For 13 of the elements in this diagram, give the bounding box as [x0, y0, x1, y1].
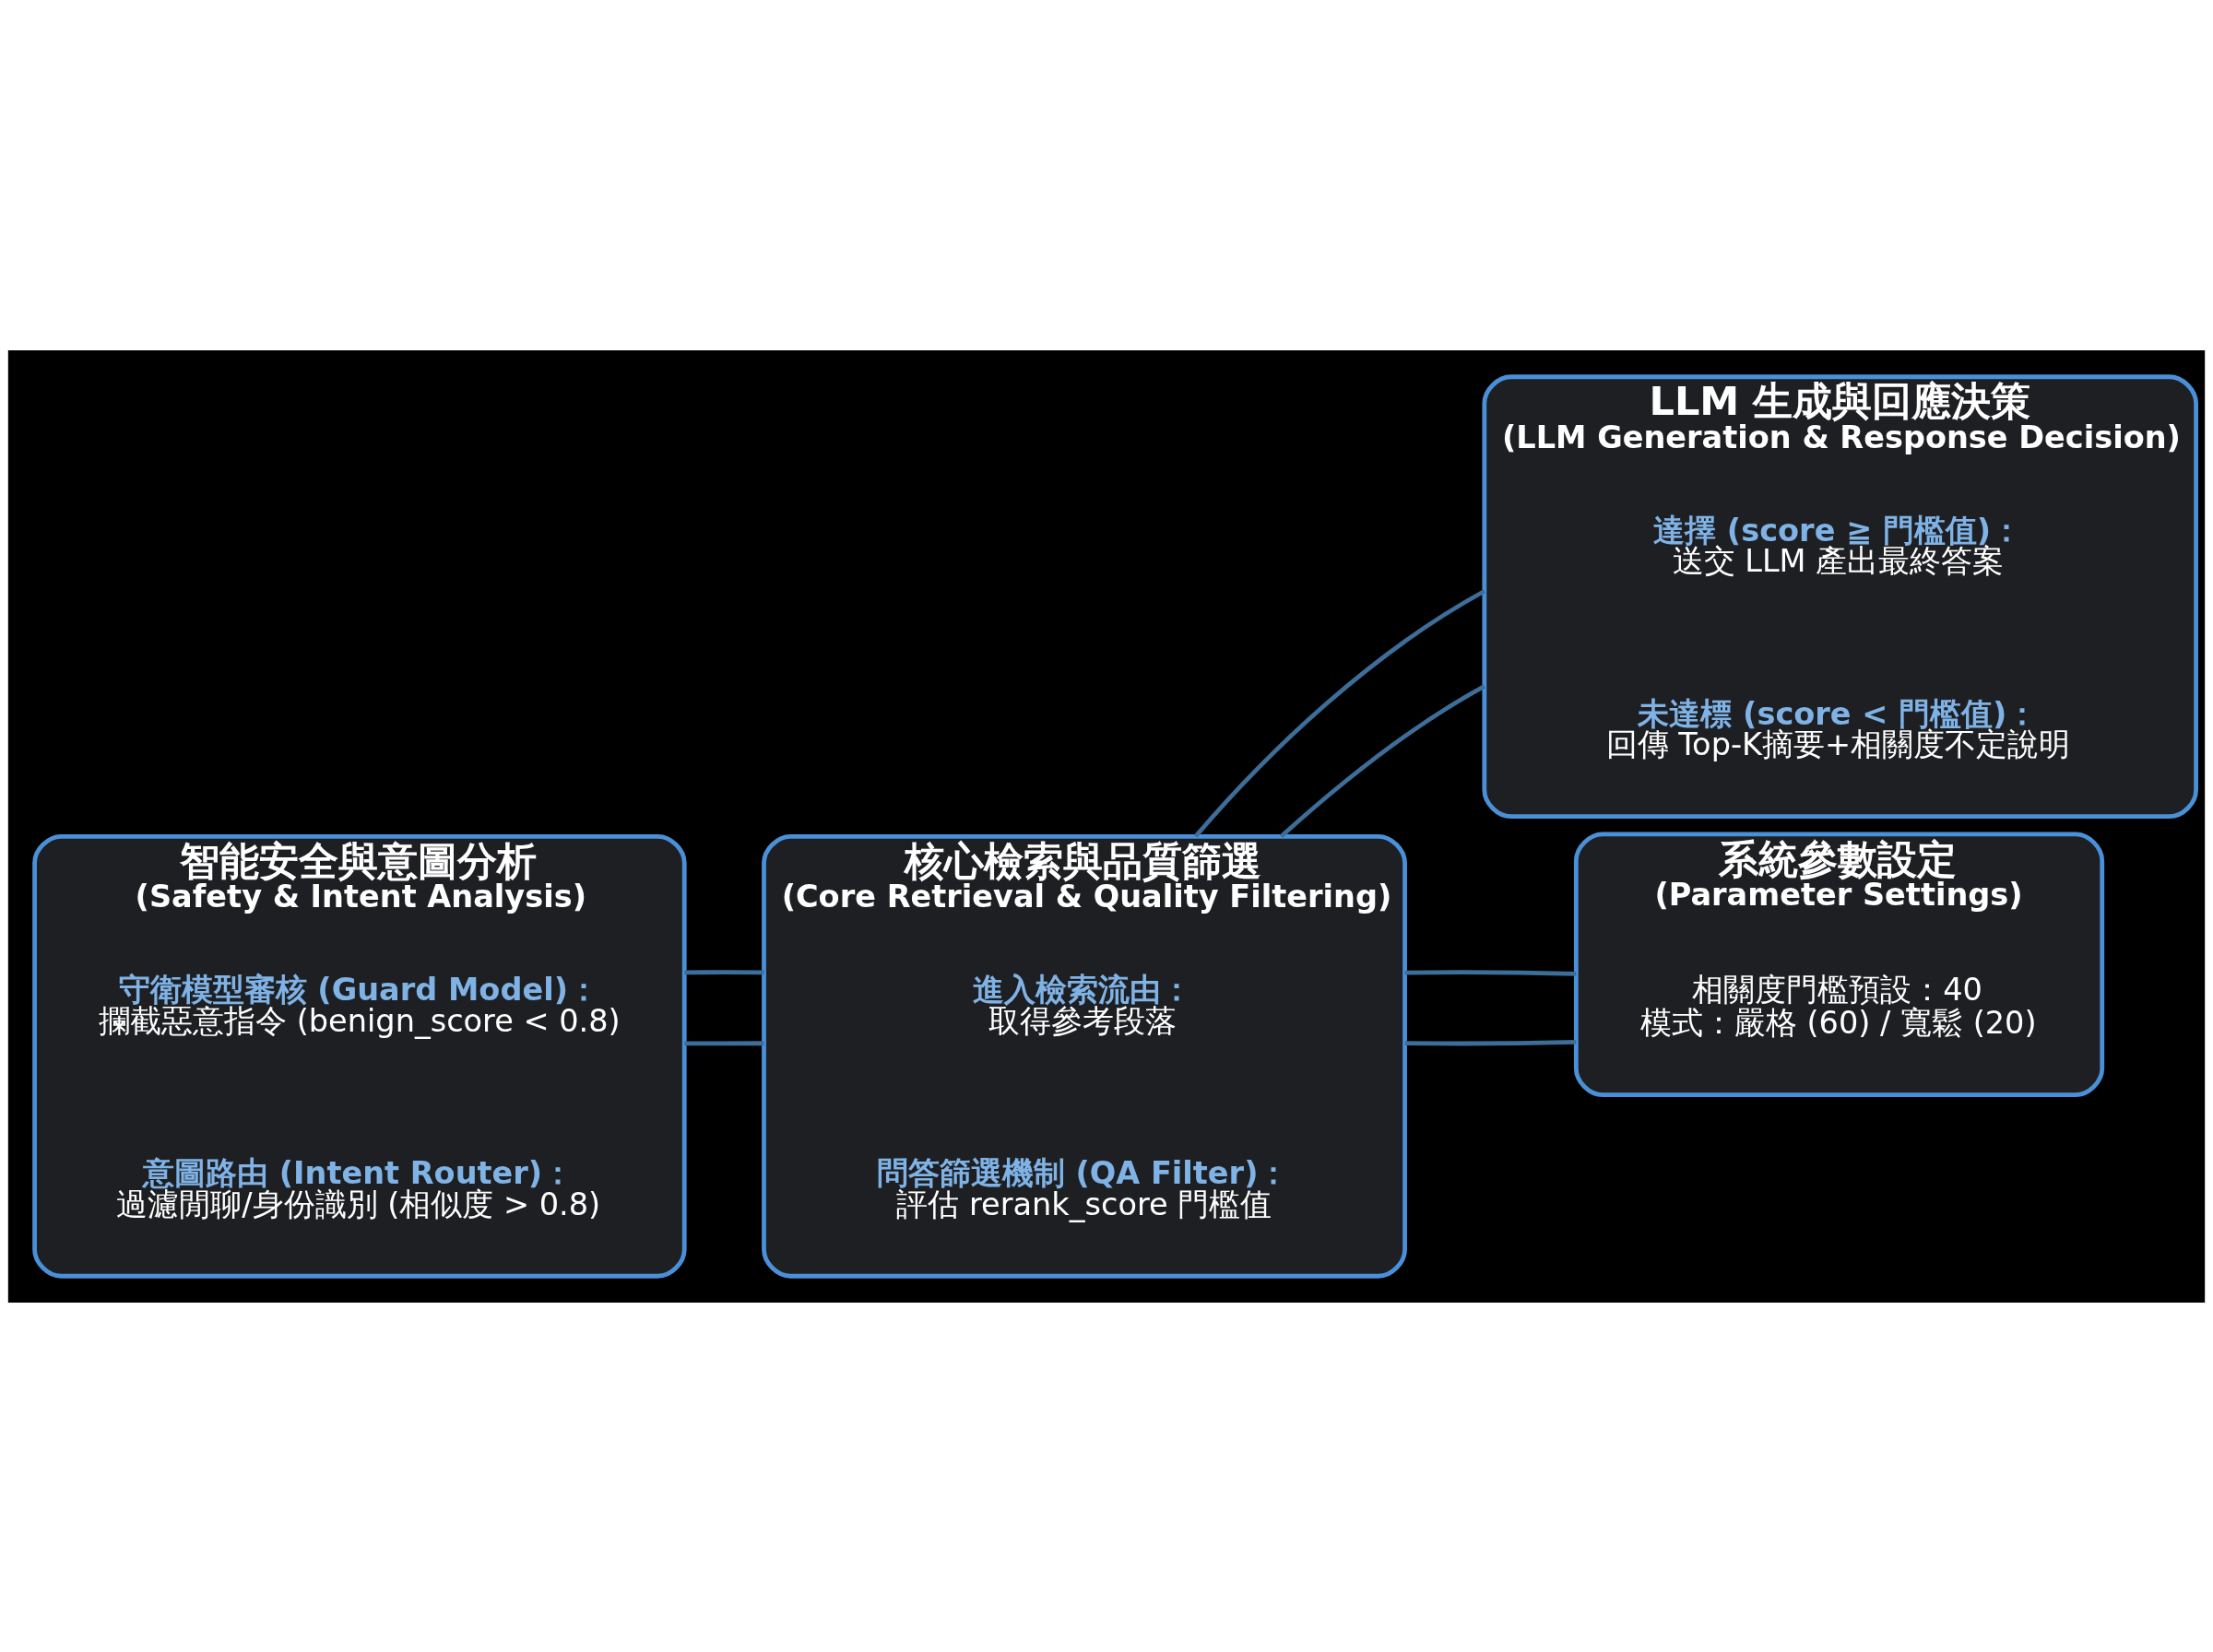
connector	[684, 969, 764, 974]
connector	[1404, 1039, 1577, 1045]
node-text: 相關度門檻預設：40 模式：嚴格 (60) / 寬鬆 (20)	[1639, 971, 2037, 1041]
node-text: 問答篩選機制 (QA Filter)： 評估 rerank_score 門檻值	[876, 1154, 1290, 1222]
connector	[684, 1040, 764, 1045]
node-text: 未達標 (score < 門檻值)： 回傳 Top-K摘要+相關度不定說明	[1605, 695, 2071, 762]
node-text: 守衛模型審核 (Guard Model)： 攔截惡意指令 (benign_score < 0.8)	[99, 971, 621, 1039]
node-text: 達擇 (score ≧ 門檻值)： 送交 LLM 產出最終答案	[1653, 512, 2023, 579]
node-text: 意圖路由 (Intent Router)： 過濾閒聊/身份識別 (相似度 > 0.8)	[116, 1154, 601, 1222]
connector	[1193, 588, 1486, 838]
connector	[1279, 683, 1486, 838]
connector	[1404, 969, 1577, 976]
node-text: 進入檢索流由： 取得參考段落	[973, 971, 1192, 1039]
